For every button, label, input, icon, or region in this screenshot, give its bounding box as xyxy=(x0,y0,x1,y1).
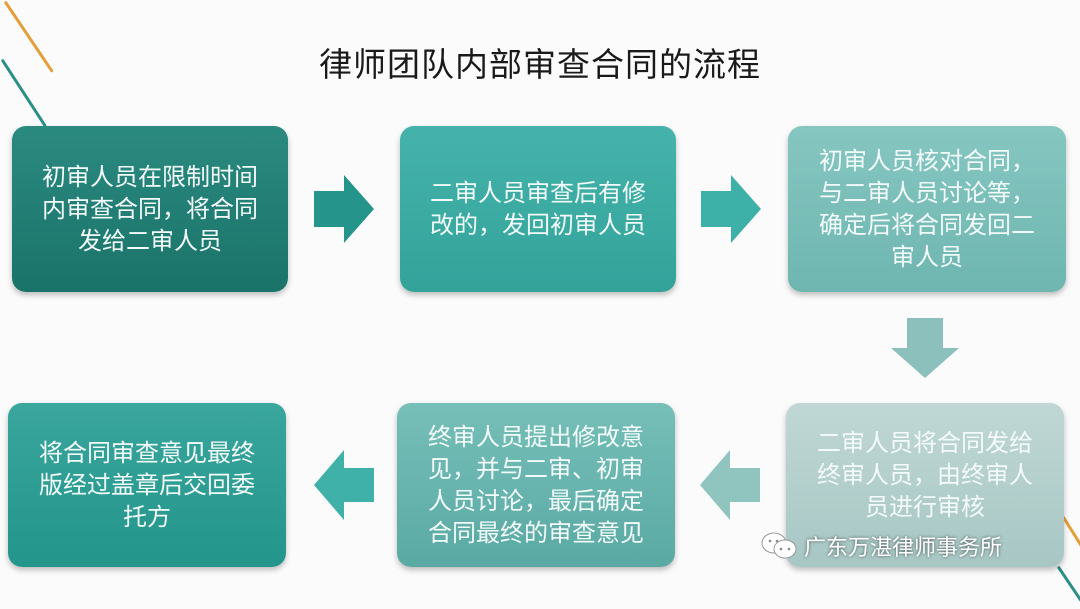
step-3-box: 初审人员核对合同，与二审人员讨论等，确定后将合同发回二审人员 xyxy=(788,126,1066,292)
step-6-text: 将合同审查意见最终版经过盖章后交回委托方 xyxy=(39,439,255,531)
arrow-right-icon xyxy=(701,175,761,243)
decorative-line-teal-bottom xyxy=(1056,565,1080,609)
step-2-box: 二审人员审查后有修改的，发回初审人员 xyxy=(400,126,676,292)
step-1-box: 初审人员在限制时间内审查合同，将合同发给二审人员 xyxy=(12,126,288,292)
step-5-text: 终审人员提出修改意见，并与二审、初审人员讨论，最后确定合同最终的审查意见 xyxy=(428,423,644,547)
decorative-line-orange-bottom xyxy=(1061,515,1080,552)
arrow-left-icon xyxy=(700,450,760,520)
step-4-box: 二审人员将合同发给终审人员，由终审人员进行审核 xyxy=(786,403,1064,567)
arrow-left-icon xyxy=(314,450,374,520)
wechat-icon xyxy=(761,532,797,559)
arrow-right-icon xyxy=(314,175,374,243)
page-title: 律师团队内部审查合同的流程 xyxy=(319,45,761,84)
step-1-text: 初审人员在限制时间内审查合同，将合同发给二审人员 xyxy=(42,163,258,255)
step-5-box: 终审人员提出修改意见，并与二审、初审人员讨论，最后确定合同最终的审查意见 xyxy=(397,403,675,567)
watermark-text: 广东万湛律师事务所 xyxy=(804,536,1003,561)
step-6-box: 将合同审查意见最终版经过盖章后交回委托方 xyxy=(8,403,286,567)
step-2-text: 二审人员审查后有修改的，发回初审人员 xyxy=(430,179,646,239)
arrow-down-icon xyxy=(891,318,959,378)
step-3-text: 初审人员核对合同，与二审人员讨论等，确定后将合同发回二审人员 xyxy=(819,147,1035,271)
step-4-text: 二审人员将合同发给终审人员，由终审人员进行审核 xyxy=(817,429,1033,521)
watermark: 广东万湛律师事务所 xyxy=(760,530,1002,562)
